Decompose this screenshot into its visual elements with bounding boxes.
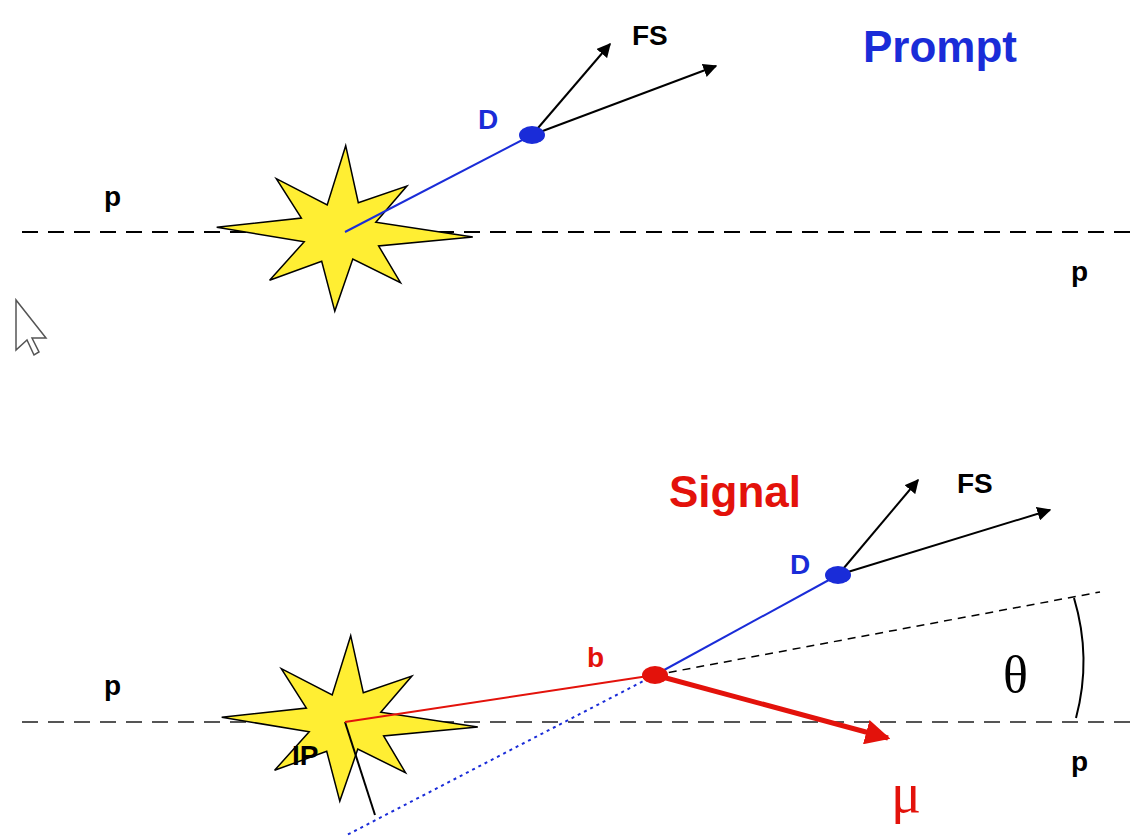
cursor-icon — [16, 300, 46, 355]
collision-star — [217, 146, 473, 311]
b-vertex — [642, 666, 668, 684]
collision-star — [222, 636, 478, 801]
ip-track — [345, 722, 375, 815]
beam-line — [22, 231, 1138, 233]
beam-label: p — [104, 183, 121, 211]
final-state-label: FS — [632, 22, 668, 50]
b-track — [345, 675, 655, 722]
beam-label: p — [1071, 748, 1088, 776]
direction-line — [655, 592, 1100, 675]
beam-line — [22, 721, 1138, 723]
final-state-label: FS — [957, 470, 993, 498]
panel-title: Signal — [669, 470, 801, 514]
beam-label: p — [1071, 258, 1088, 286]
angle-label: θ — [1003, 649, 1028, 701]
beam-label: p — [104, 672, 121, 700]
d-vertex — [825, 566, 851, 584]
d-track — [655, 575, 838, 675]
particle-label: b — [587, 644, 604, 672]
fs-track — [838, 510, 1050, 575]
extrapolation-line — [345, 675, 655, 836]
panel-title: Prompt — [863, 25, 1017, 69]
particle-label: D — [478, 106, 498, 134]
interaction-point: IP — [292, 742, 318, 770]
d-vertex — [519, 126, 545, 144]
particle-label: D — [790, 551, 810, 579]
angle-arc — [1074, 598, 1084, 718]
muon-track — [655, 675, 888, 738]
particle-label: μ — [891, 765, 921, 821]
node-label: IP — [292, 742, 318, 770]
fs-track — [838, 480, 918, 575]
d-track — [345, 135, 532, 232]
fs-track — [532, 66, 716, 135]
